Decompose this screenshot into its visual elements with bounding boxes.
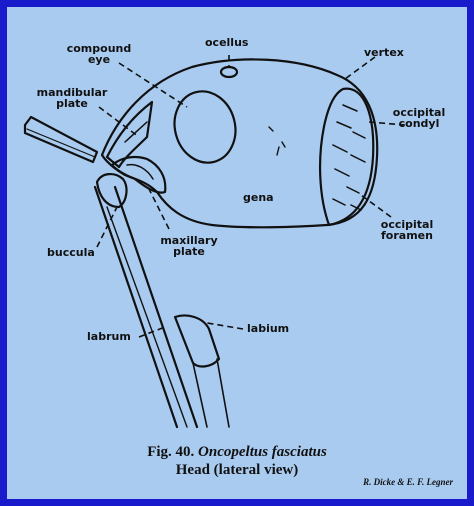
ocellus-shape (221, 67, 237, 77)
leader-occipital-foramen (361, 195, 391, 217)
label-ocellus: ocellus (205, 37, 248, 48)
figure-credit: R. Dicke & E. F. Legner (363, 477, 453, 487)
label-mandibular-plate: mandibular plate (35, 87, 109, 109)
species-name: Oncopeltus fasciatus (198, 444, 327, 460)
label-vertex: vertex (364, 47, 404, 58)
label-maxillary-plate-line2: plate (153, 246, 225, 257)
label-occipital-condyl-line2: condyl (379, 118, 459, 129)
label-maxillary-plate: maxillary plate (153, 235, 225, 257)
label-labrum: labrum (87, 331, 131, 342)
leader-mandibular-plate (99, 107, 139, 137)
buccula-shape (97, 174, 126, 207)
head-capsule (102, 59, 377, 227)
label-buccula: bucculа (47, 247, 95, 258)
compound-eye (167, 84, 244, 169)
label-compound-eye: compound eye (63, 43, 135, 65)
figure-number: Fig. 40. (147, 444, 194, 460)
label-gena: gena (243, 192, 274, 203)
label-labium: labium (247, 323, 289, 334)
figure-frame: compound eye ocellus vertex mandibular p… (7, 7, 467, 499)
rostrum-inner (115, 187, 197, 427)
figure-caption: Fig. 40. Oncopeltus fasciatus (7, 444, 467, 461)
label-occipital-foramen-line2: foramen (367, 230, 447, 241)
maxillary-plate-shape (112, 157, 165, 193)
label-mandibular-plate-line2: plate (35, 98, 109, 109)
leader-compound-eye (119, 63, 187, 107)
leader-labium (207, 323, 243, 329)
label-occipital-foramen: occipital foramen (367, 219, 447, 241)
hatching (333, 105, 365, 210)
antenna (25, 117, 97, 162)
label-occipital-condyl: occipital condyl (379, 107, 459, 129)
rostrum-outer (95, 187, 177, 427)
leader-vertex (345, 57, 375, 79)
label-compound-eye-line2: eye (63, 54, 135, 65)
